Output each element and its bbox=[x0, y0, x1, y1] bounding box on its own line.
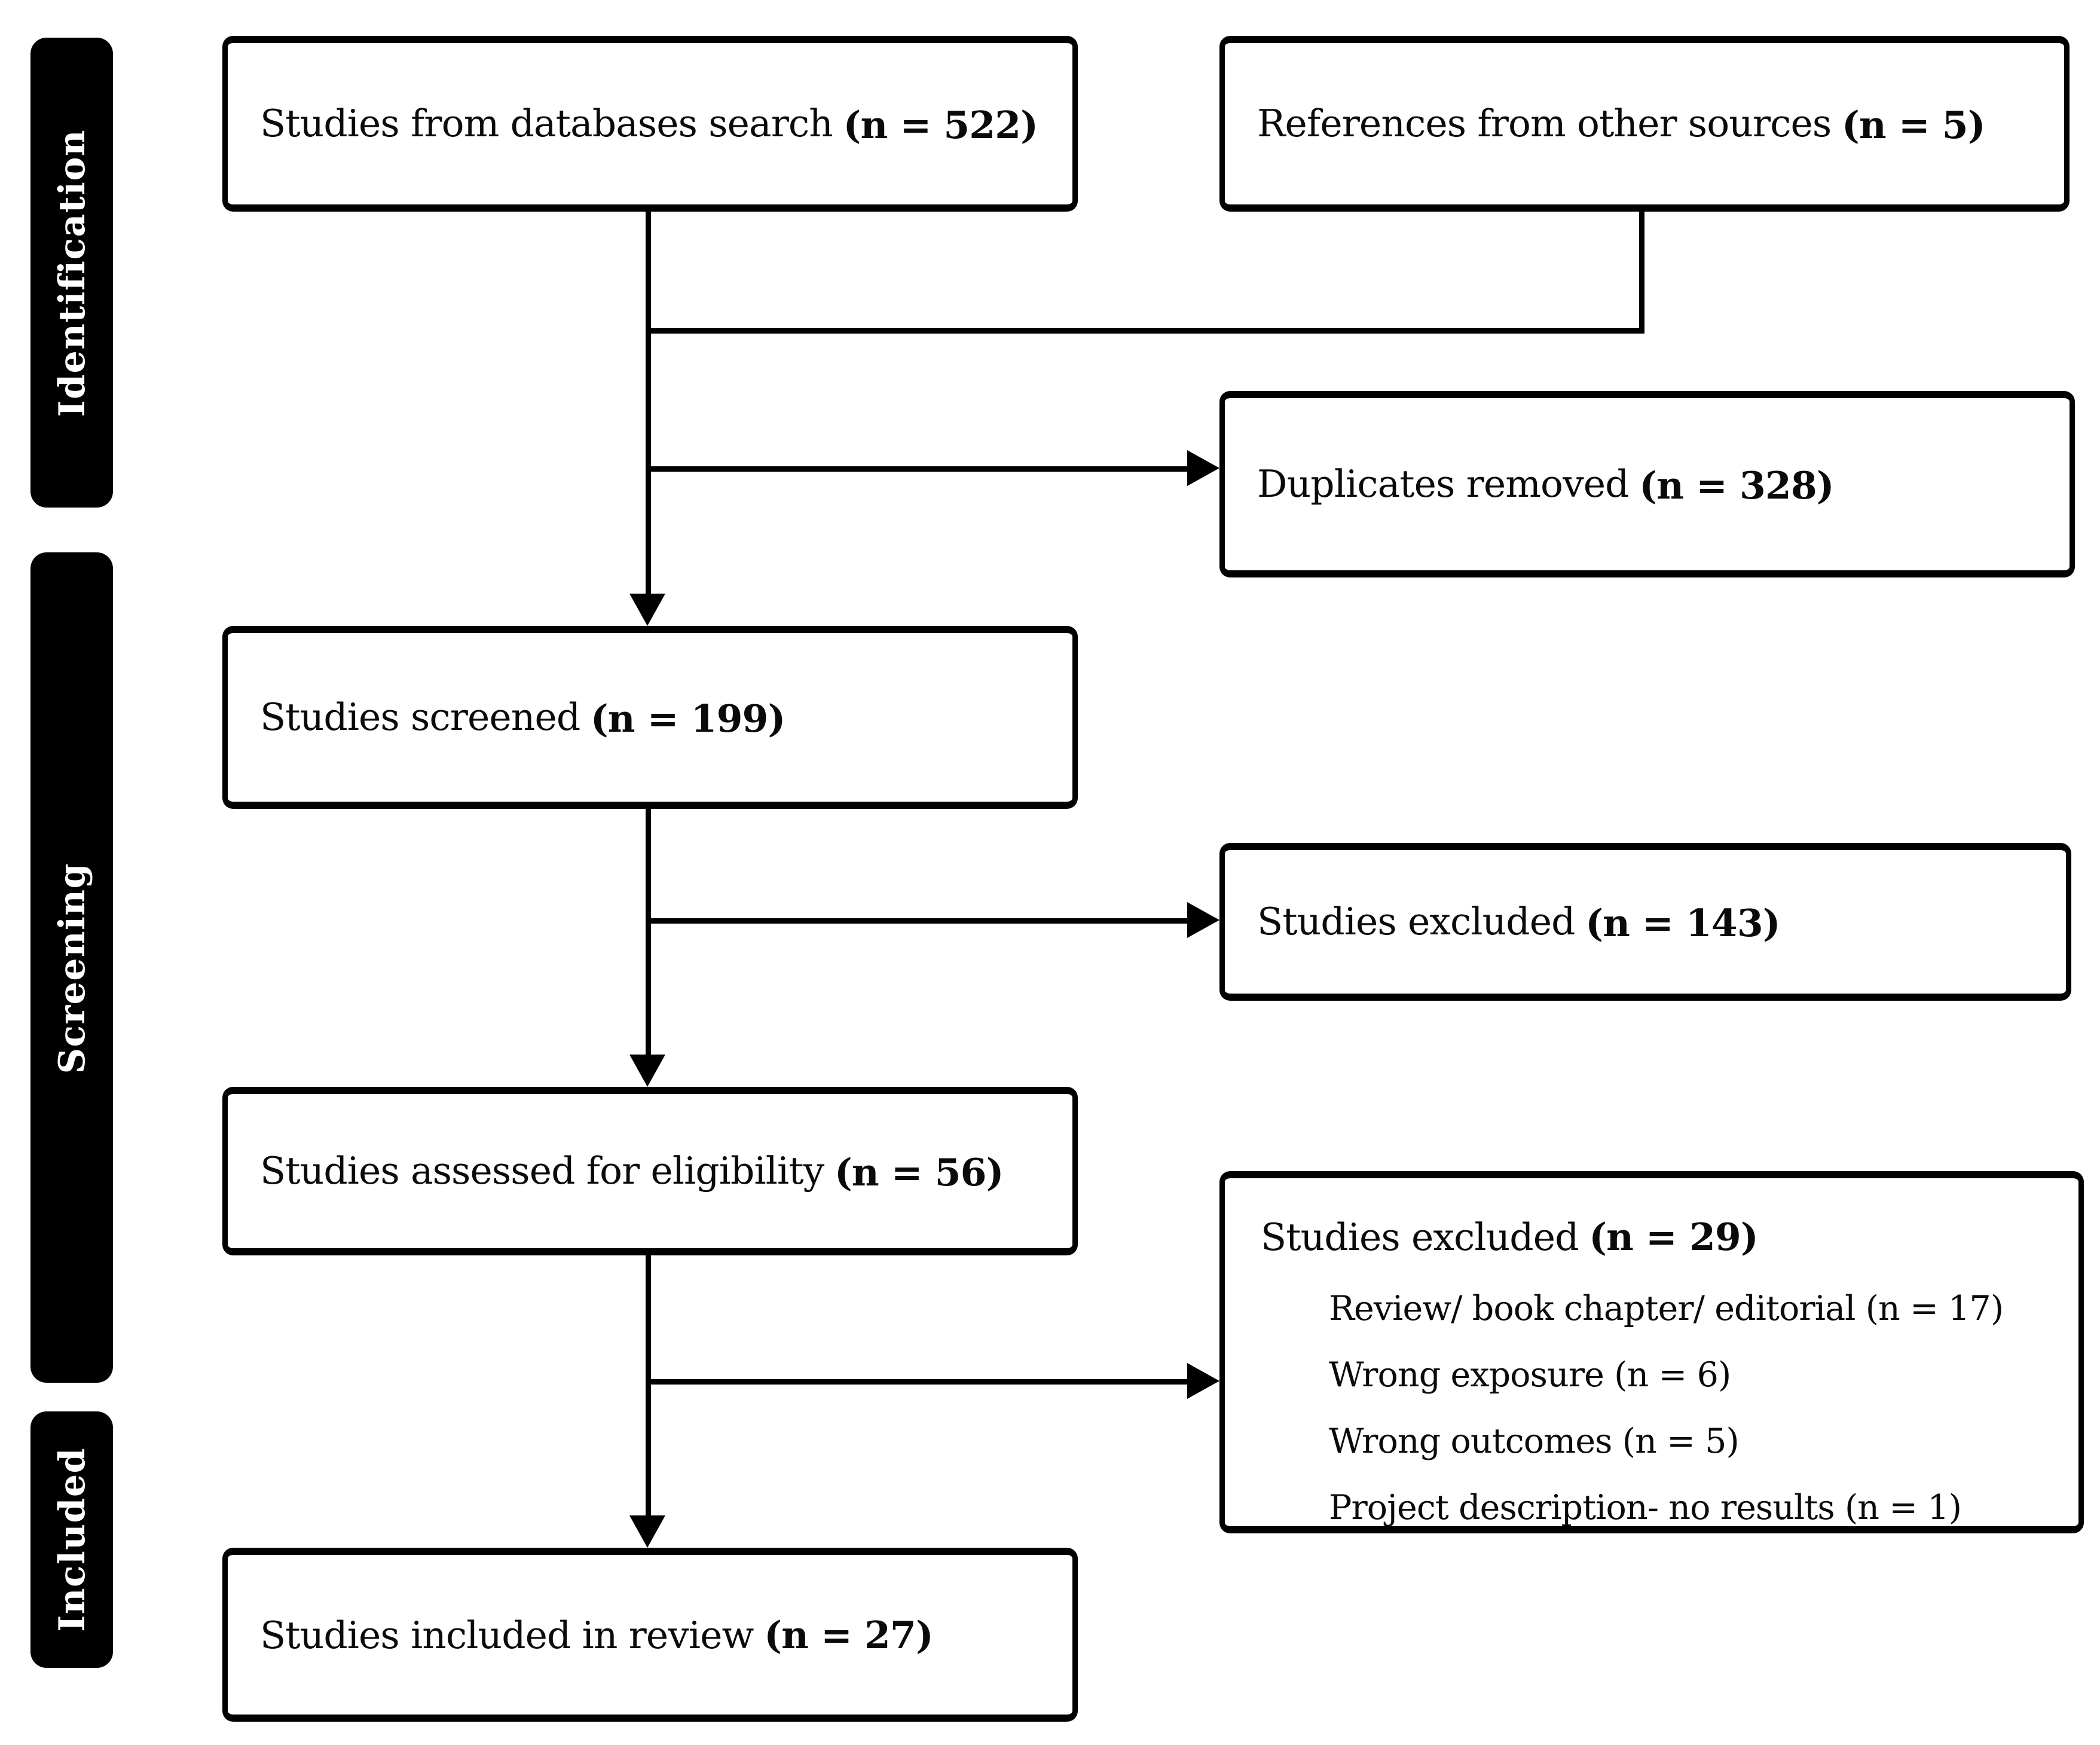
stage-rail-screening: Screening bbox=[30, 552, 113, 1383]
arrowhead-duplicates-icon bbox=[1187, 450, 1219, 486]
stage-rail-included: Included bbox=[30, 1411, 113, 1668]
box-studies-screened: Studies screened(n = 199) bbox=[222, 626, 1078, 809]
exclusion-reason-list: Review/ book chapter/ editorial (n = 17)… bbox=[1261, 1277, 2064, 1542]
connector-databases-down bbox=[646, 208, 651, 594]
box-included-review-label: Studies included in review bbox=[260, 1613, 754, 1657]
stage-label-included: Included bbox=[50, 1447, 93, 1632]
box-included-review-count: (n = 27) bbox=[764, 1612, 933, 1657]
connector-screened-down bbox=[646, 805, 651, 1058]
arrowhead-excluded-screening-icon bbox=[1187, 902, 1219, 938]
box-assessed-eligibility-label: Studies assessed for eligibility bbox=[260, 1150, 824, 1193]
arrowhead-screened-icon bbox=[629, 594, 665, 626]
connector-to-excluded-screening bbox=[646, 918, 1187, 924]
box-duplicates-removed-label: Duplicates removed bbox=[1257, 463, 1630, 506]
connector-to-excluded-eligibility bbox=[646, 1379, 1187, 1385]
box-studies-screened-label: Studies screened bbox=[260, 696, 580, 739]
box-excluded-screening: Studies excluded(n = 143) bbox=[1219, 843, 2071, 1001]
stage-label-screening: Screening bbox=[50, 861, 93, 1074]
box-databases-search-count: (n = 522) bbox=[843, 101, 1038, 146]
box-excluded-screening-label: Studies excluded bbox=[1257, 900, 1575, 943]
stage-label-identification: Identification bbox=[50, 129, 93, 417]
exclusion-reason-wrong-outcomes: Wrong outcomes (n = 5) bbox=[1329, 1422, 1740, 1462]
connector-eligibility-down bbox=[646, 1252, 651, 1519]
connector-to-duplicates bbox=[646, 466, 1187, 472]
box-other-sources: References from other sources(n = 5) bbox=[1219, 36, 2070, 212]
box-included-review: Studies included in review(n = 27) bbox=[222, 1548, 1078, 1722]
exclusion-reason-project-description: Project description- no results (n = 1) bbox=[1329, 1489, 1962, 1528]
box-studies-screened-count: (n = 199) bbox=[590, 695, 785, 740]
arrowhead-eligibility-icon bbox=[629, 1055, 665, 1087]
box-assessed-eligibility: Studies assessed for eligibility(n = 56) bbox=[222, 1087, 1078, 1255]
exclusion-reason-review-book-editorial: Review/ book chapter/ editorial (n = 17) bbox=[1329, 1289, 2004, 1329]
box-other-sources-label: References from other sources bbox=[1257, 102, 1832, 145]
box-duplicates-removed: Duplicates removed(n = 328) bbox=[1219, 391, 2075, 577]
box-excluded-eligibility-label: Studies excluded bbox=[1261, 1216, 1579, 1259]
connector-merge-horizontal bbox=[646, 328, 1644, 334]
box-excluded-eligibility-count: (n = 29) bbox=[1589, 1214, 1758, 1259]
box-excluded-eligibility-heading: Studies excluded(n = 29) bbox=[1261, 1211, 2064, 1264]
exclusion-reason-wrong-exposure: Wrong exposure (n = 6) bbox=[1329, 1356, 1731, 1395]
box-excluded-screening-count: (n = 143) bbox=[1585, 899, 1780, 945]
box-duplicates-removed-count: (n = 328) bbox=[1639, 462, 1834, 507]
stage-rail-identification: Identification bbox=[30, 38, 113, 508]
box-databases-search: Studies from databases search(n = 522) bbox=[222, 36, 1078, 212]
connector-other-sources-down bbox=[1639, 208, 1644, 334]
arrowhead-included-icon bbox=[629, 1515, 665, 1548]
arrowhead-excluded-eligibility-icon bbox=[1187, 1363, 1219, 1399]
box-databases-search-label: Studies from databases search bbox=[260, 102, 833, 145]
box-excluded-eligibility: Studies excluded(n = 29) Review/ book ch… bbox=[1219, 1171, 2084, 1533]
box-assessed-eligibility-count: (n = 56) bbox=[834, 1148, 1004, 1194]
box-other-sources-count: (n = 5) bbox=[1842, 101, 1986, 146]
